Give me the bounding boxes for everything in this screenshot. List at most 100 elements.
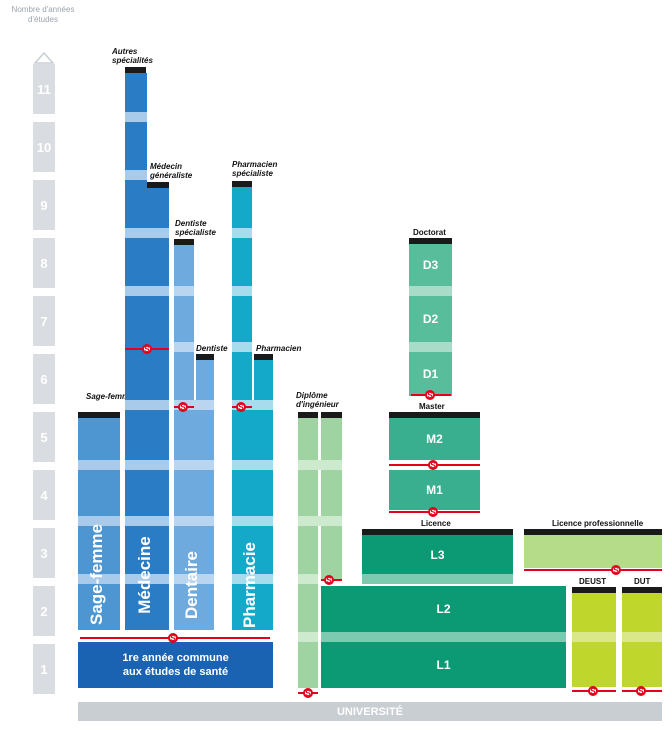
medecine-selection-icon: S [142,344,152,354]
ingenieur-cap-left [298,412,318,418]
ingenieur-label: Diplôme d'ingénieur [296,391,339,409]
separator [125,112,147,122]
separator [232,460,273,470]
year-9: 9 [33,180,55,230]
separator [125,460,169,470]
dentaire-selection-icon: S [178,402,188,412]
separator [174,400,214,410]
autres-label: Autres spécialités [112,47,153,65]
year-7: 7 [33,296,55,346]
paces-selection-icon: S [168,633,178,643]
year-2: 2 [33,586,55,636]
separator [409,286,452,296]
separator [174,342,194,352]
year-8: 8 [33,238,55,288]
separator [125,516,169,526]
autres-cap [125,67,146,73]
paces-line1: 1re année commune [122,652,229,664]
licence-pro-selection-line [524,569,662,571]
master-cap [389,412,480,418]
separator [125,170,147,180]
ingenieur-column-right [321,418,342,580]
paces-line2: aux études de santé [122,666,229,678]
licence-cap [362,529,513,535]
separator [174,574,214,584]
ingenieur-cap-right [321,412,342,418]
pharma-spec-label: Pharmacien spécialiste [232,160,278,178]
master-selection-icon: S [428,460,438,470]
m2-block: M2 [389,418,480,460]
licence-label: Licence [421,519,451,528]
l3-block: L3 [362,535,513,574]
separator [174,286,194,296]
pharmacie-selection-icon: S [236,402,246,412]
dentaire-column [174,400,214,630]
l2-block: L2 [321,586,566,632]
licence-pro-block [524,535,662,568]
licence-pro-cap [524,529,662,535]
sage-femme-label: Sage-femme [86,392,134,401]
deust-label: DEUST [579,577,607,586]
universite-bar: UNIVERSITÉ [78,702,662,721]
separator [78,460,120,470]
pharmacien-cap [254,354,273,360]
pharmacie-text: Pharmacie [240,542,259,628]
dentaire-text: Dentaire [182,550,201,620]
licence-pro-label: Licence professionnelle [552,519,644,528]
year-1: 1 [33,644,55,694]
separator [125,400,169,410]
master-label: Master [419,402,445,411]
dut-selection-icon: S [636,686,646,696]
dentiste-spec-cap [174,239,194,245]
year-6: 6 [33,354,55,404]
separator [409,342,452,352]
ingenieur-bottom-icon: S [303,688,313,698]
axis-arrow-icon [34,52,54,64]
separator [622,632,662,642]
medecine-notch [147,73,169,188]
axis-title: Nombre d'années d'études [11,5,75,24]
pharmacien-column [254,360,273,400]
generaliste-cap [147,182,169,188]
doctorat-cap [409,238,452,244]
separator [298,632,318,642]
dentiste-column [196,360,214,400]
dentiste-spec-label: Dentiste spécialiste [175,219,216,237]
year-3: 3 [33,528,55,578]
generaliste-label: Médecin généraliste [150,162,193,180]
m1-selection-icon: S [428,507,438,517]
separator [125,574,169,584]
medecine-text: Médecine [135,536,154,614]
separator [232,574,273,584]
separator [232,516,273,526]
dentiste-spec-column [174,245,194,400]
separator [232,342,252,352]
doctorat-label: Doctorat [413,228,446,237]
separator [78,574,120,584]
l1-block: L1 [321,642,566,688]
separator [174,516,214,526]
separator [232,228,252,238]
separator [298,460,342,470]
separator [298,574,318,584]
ingenieur-column-left [298,418,318,688]
m1-block: M1 [389,470,480,510]
year-4: 4 [33,470,55,520]
separator [232,400,273,410]
dut-label: DUT [634,577,651,586]
separator [125,286,169,296]
licence-pro-selection-icon: S [611,565,621,575]
year-10: 10 [33,122,55,172]
dentiste-label: Dentiste [196,344,228,353]
separator [125,228,169,238]
sage-femme-text: Sage-femme [87,523,106,625]
deust-cap [572,587,616,593]
ingenieur-selection-icon: S [324,575,334,585]
d3-block: D3 [409,244,452,286]
pharmacie-column [232,400,273,630]
sage-femme-cap [78,412,120,418]
separator [78,516,120,526]
d2-block: D2 [409,296,452,342]
separator [362,574,513,584]
separator [321,632,566,642]
